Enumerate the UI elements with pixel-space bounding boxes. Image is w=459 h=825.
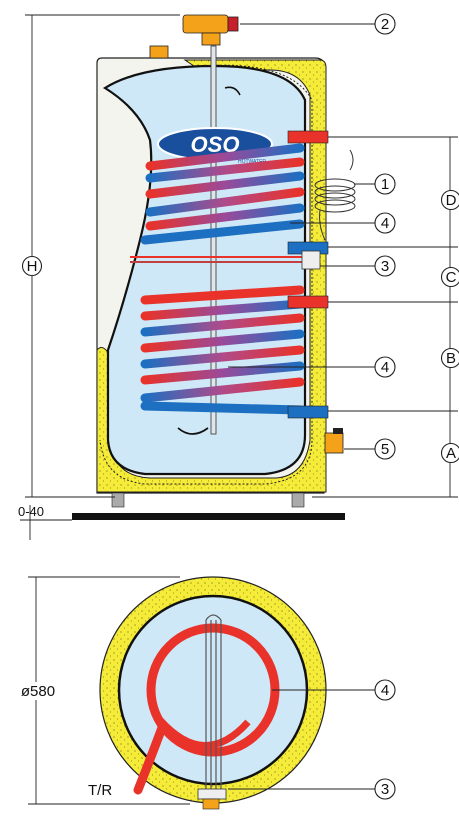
heating-element [130, 250, 321, 270]
callout-4b-circle [374, 356, 396, 378]
tank-ridges [99, 64, 313, 485]
plan-coil-outlet [157, 717, 251, 749]
drain-valve [324, 428, 344, 454]
plan-element-flange [197, 788, 227, 800]
anode-rod [210, 45, 217, 435]
callout-1-label: 1 [381, 176, 389, 193]
safety-valve [182, 14, 239, 46]
callout-5-label: 5 [381, 441, 389, 458]
dim-diameter-bg [12, 682, 64, 700]
dim-d-label: D [446, 192, 457, 209]
callout-2-circle [374, 13, 396, 35]
tr-label: T/R [88, 782, 112, 799]
callout-1-circle [374, 173, 396, 195]
callout-4c-circle [374, 679, 396, 701]
callout-4c-label: 4 [381, 682, 389, 699]
lower-cold-connection [287, 405, 329, 419]
callout-3a-label: 3 [381, 258, 389, 275]
callout-2-label: 2 [381, 16, 389, 33]
dim-b-circle [440, 347, 459, 369]
logo-subtext: HOTWATER [238, 159, 266, 165]
callout-3b-circle [374, 778, 396, 800]
dim-h-circle [21, 255, 43, 277]
callout-4a-label: 4 [381, 215, 389, 232]
dim-c-circle [440, 266, 459, 288]
plan-element [205, 614, 222, 790]
flow-arrow-bottom-icon [177, 427, 209, 435]
callout-4b-label: 4 [381, 359, 389, 376]
dim-diameter-label: ø580 [21, 683, 55, 700]
top-cap [149, 45, 169, 59]
dim-c-label: C [446, 269, 457, 286]
upper-hot-connection [287, 130, 329, 144]
foot-left [111, 492, 125, 508]
foot-right [291, 492, 305, 508]
callout-3a-circle [374, 255, 396, 277]
dim-feet-label: 0-40 [18, 504, 44, 519]
dim-d-circle [440, 189, 459, 211]
callout-5-circle [374, 438, 396, 460]
lower-hot-connection [287, 295, 329, 309]
callout-3b-label: 3 [381, 781, 389, 798]
dim-b-label: B [446, 350, 456, 367]
callout-4a-circle [374, 212, 396, 234]
flow-arrow-top-icon [224, 86, 241, 96]
plan-drain [202, 798, 220, 810]
dim-a-circle [440, 442, 459, 464]
lower-coil [140, 285, 305, 415]
sensor-coil-icon [314, 149, 356, 241]
plan-coil-inlet [133, 720, 168, 795]
upper-coil [140, 143, 305, 245]
dim-a-label: A [446, 445, 456, 462]
dim-h-label: H [27, 258, 38, 275]
floor-base [72, 513, 345, 520]
